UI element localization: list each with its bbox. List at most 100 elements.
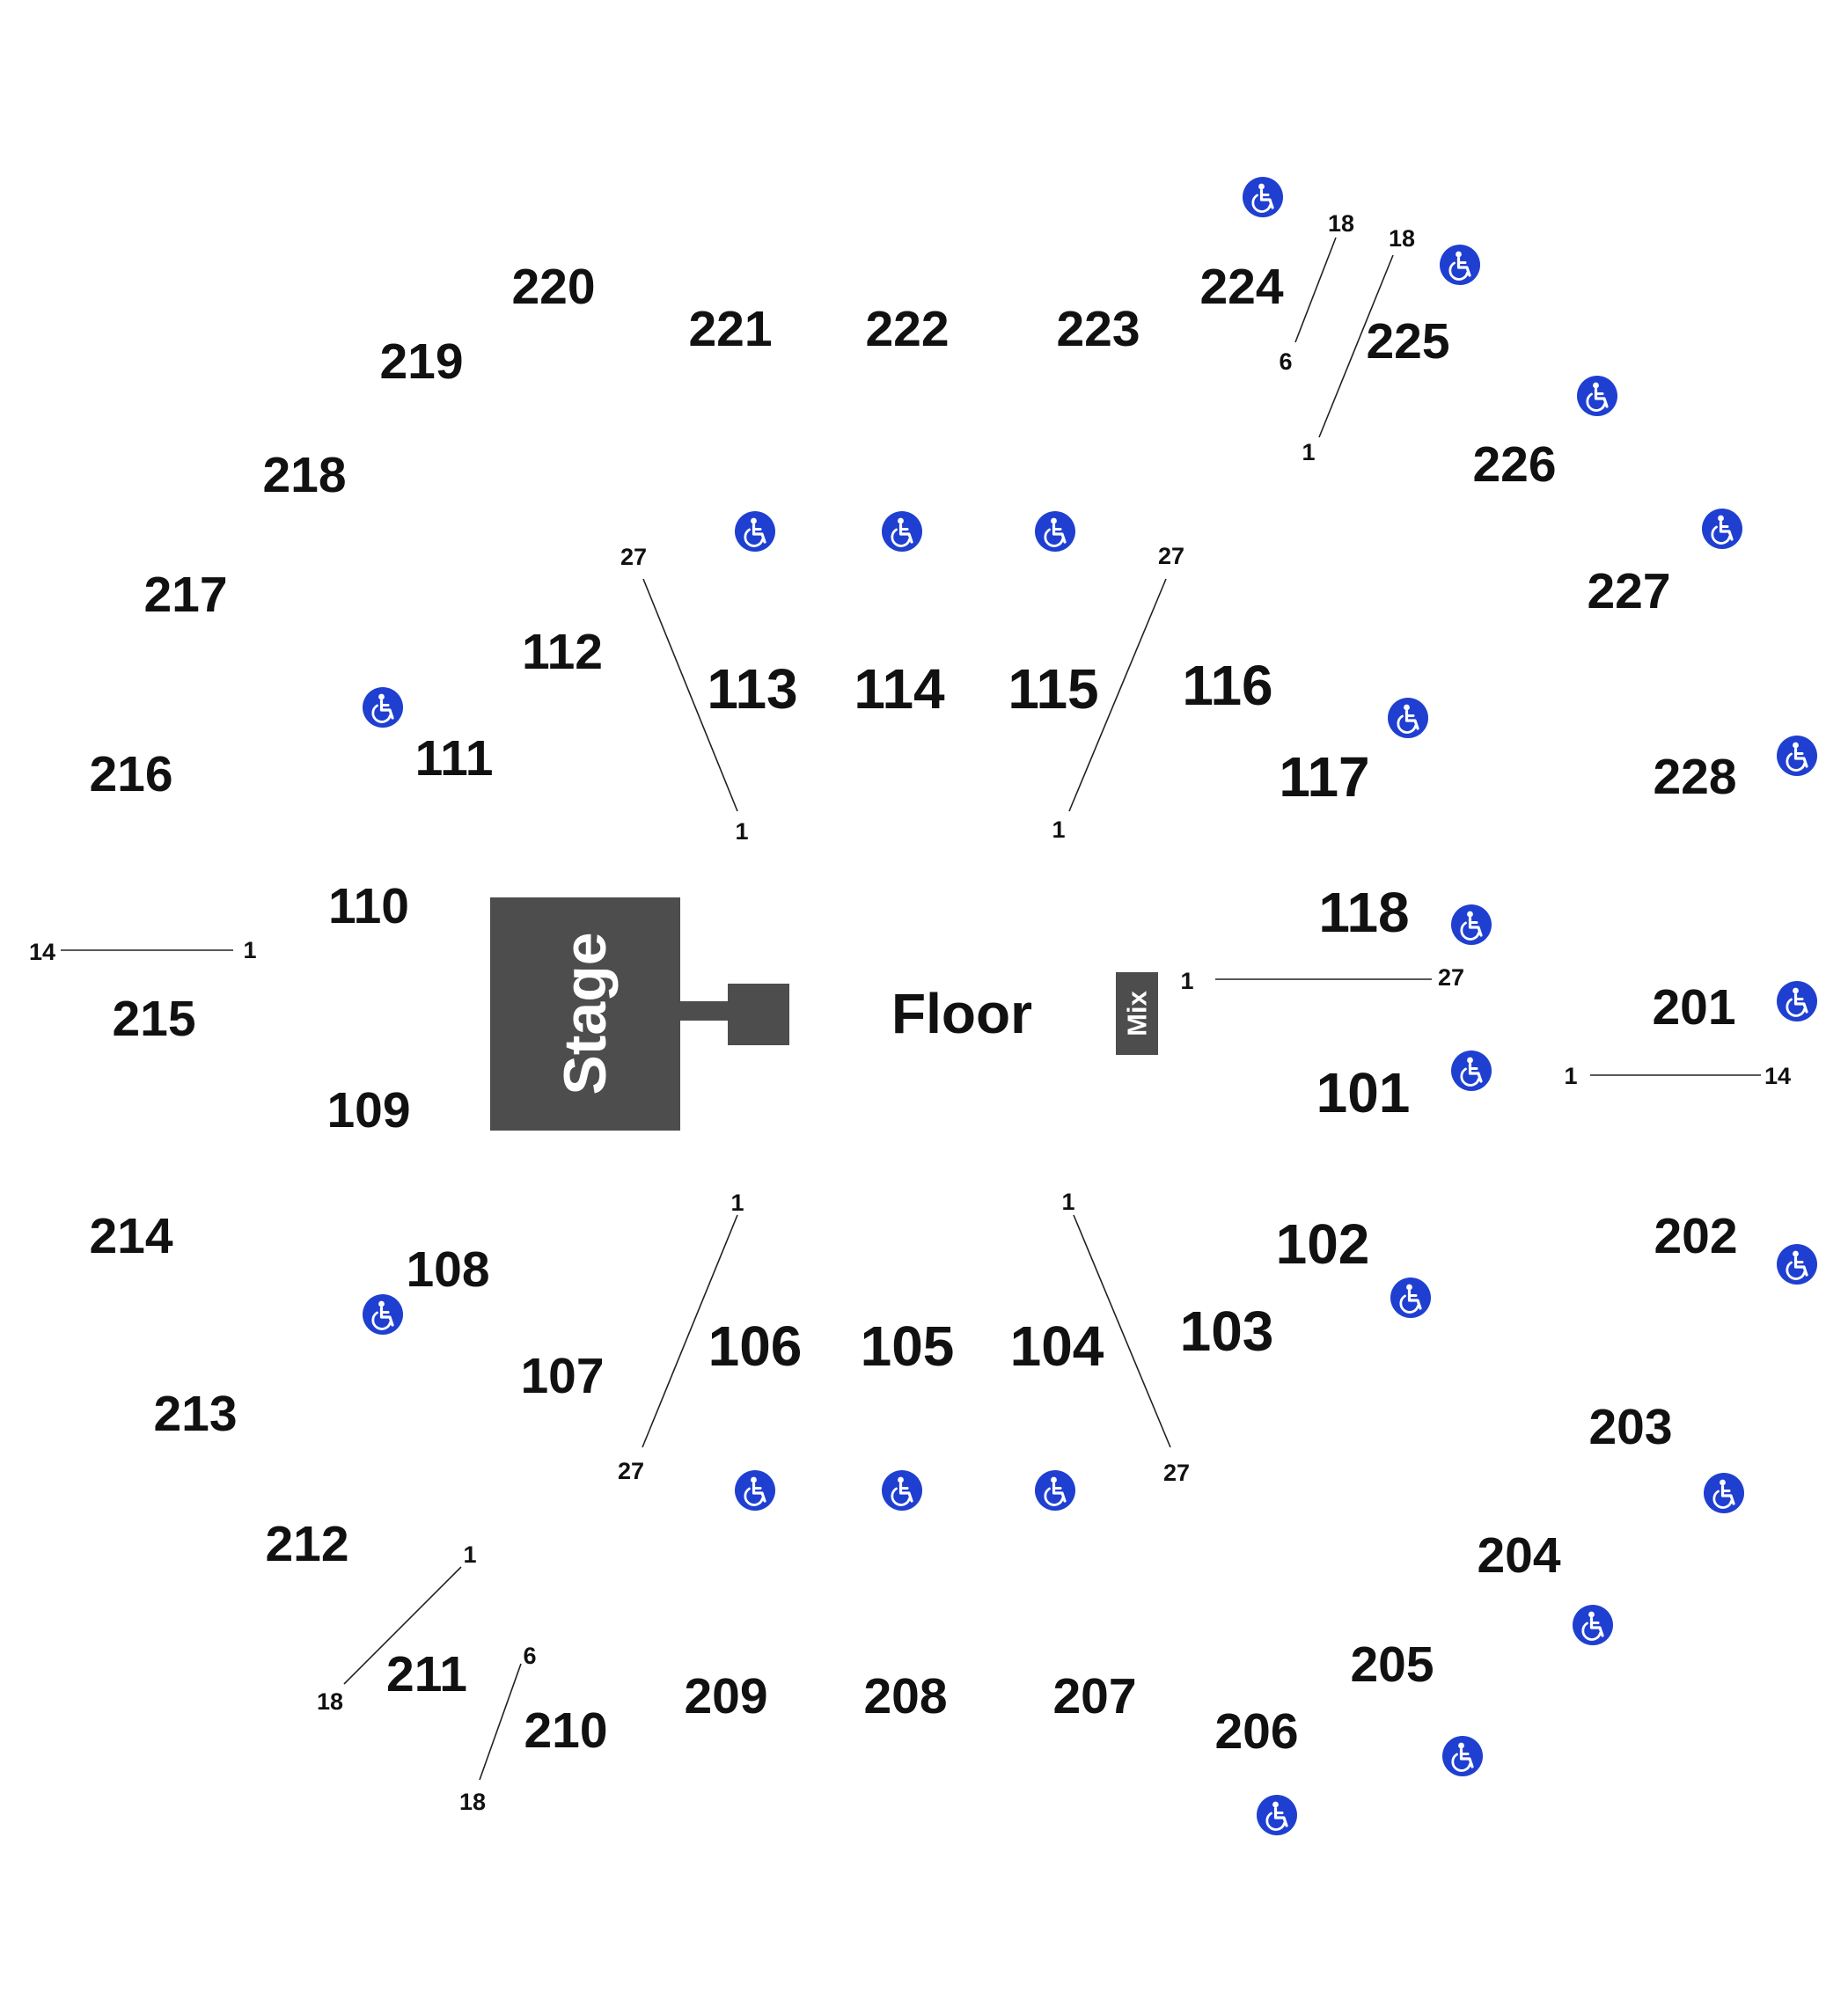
wheelchair-icon[interactable] (1256, 1794, 1298, 1836)
row-marker-start: 27 (1158, 543, 1184, 569)
stage-label: Stage (552, 932, 619, 1095)
row-marker-start: 1 (1564, 1063, 1577, 1089)
section-226[interactable]: 226 (1472, 436, 1556, 493)
section-203[interactable]: 203 (1588, 1399, 1672, 1455)
row-marker-start: 6 (523, 1643, 536, 1669)
section-104[interactable]: 104 (1010, 1314, 1104, 1378)
section-105[interactable]: 105 (861, 1314, 955, 1378)
section-225[interactable]: 225 (1366, 313, 1449, 370)
wheelchair-icon[interactable] (1439, 244, 1481, 286)
section-212[interactable]: 212 (265, 1516, 348, 1572)
row-marker-mix: 1 27 (1180, 964, 1464, 994)
row-marker-104: 1 27 (1061, 1189, 1190, 1486)
section-213[interactable]: 213 (153, 1386, 237, 1442)
section-210[interactable]: 210 (524, 1702, 607, 1759)
section-224[interactable]: 224 (1199, 259, 1283, 315)
section-223[interactable]: 223 (1056, 301, 1140, 357)
section-109[interactable]: 109 (326, 1082, 410, 1138)
floor-label[interactable]: Floor (891, 982, 1032, 1045)
section-113[interactable]: 113 (707, 657, 797, 721)
section-101[interactable]: 101 (1316, 1061, 1411, 1124)
wheelchair-icon[interactable] (1034, 1469, 1076, 1512)
section-206[interactable]: 206 (1214, 1703, 1298, 1760)
section-220[interactable]: 220 (511, 259, 595, 315)
wheelchair-icon[interactable] (1703, 1472, 1745, 1514)
row-marker-end: 27 (1163, 1460, 1190, 1486)
wheelchair-icon[interactable] (734, 1469, 776, 1512)
section-215[interactable]: 215 (112, 991, 195, 1047)
row-marker-start: 27 (620, 544, 647, 570)
section-219[interactable]: 219 (379, 333, 463, 390)
wheelchair-icon[interactable] (1390, 1277, 1432, 1319)
wheelchair-icon[interactable] (734, 510, 776, 553)
section-211[interactable]: 211 (386, 1646, 467, 1702)
section-214[interactable]: 214 (89, 1208, 172, 1264)
row-marker-end: 1 (735, 818, 748, 845)
wheelchair-icon[interactable] (1576, 375, 1618, 417)
section-108[interactable]: 108 (406, 1241, 489, 1298)
wheelchair-icon[interactable] (1701, 508, 1743, 550)
row-marker-line (343, 1566, 462, 1685)
section-207[interactable]: 207 (1052, 1668, 1136, 1724)
section-228[interactable]: 228 (1653, 749, 1736, 805)
mix-label: Mix (1122, 990, 1153, 1036)
wheelchair-icon[interactable] (362, 1293, 404, 1336)
wheelchair-icon[interactable] (1242, 176, 1284, 218)
section-116[interactable]: 116 (1182, 654, 1272, 717)
mix-position: Mix (1116, 972, 1158, 1055)
row-marker-end: 27 (618, 1458, 644, 1484)
row-marker-end: 18 (459, 1789, 486, 1815)
section-202[interactable]: 202 (1654, 1208, 1737, 1264)
section-114[interactable]: 114 (854, 657, 945, 721)
row-marker-106: 1 27 (618, 1190, 744, 1484)
section-118[interactable]: 118 (1318, 881, 1409, 944)
wheelchair-icon[interactable] (1572, 1604, 1614, 1646)
wheelchair-icon[interactable] (881, 1469, 923, 1512)
row-marker-start: 18 (1328, 210, 1354, 237)
section-205[interactable]: 205 (1350, 1636, 1434, 1693)
row-marker-start: 18 (1389, 225, 1415, 252)
section-218[interactable]: 218 (262, 447, 346, 503)
wheelchair-icon[interactable] (1776, 980, 1818, 1022)
wheelchair-icon[interactable] (1441, 1735, 1484, 1777)
section-102[interactable]: 102 (1276, 1212, 1370, 1276)
row-marker-line (642, 1214, 738, 1448)
section-107[interactable]: 107 (520, 1348, 604, 1404)
section-117[interactable]: 117 (1279, 745, 1369, 809)
wheelchair-icon[interactable] (1776, 1243, 1818, 1285)
row-marker-line (1073, 1214, 1171, 1448)
row-marker-line (1068, 578, 1167, 812)
wheelchair-icon[interactable] (1450, 904, 1492, 946)
section-222[interactable]: 222 (865, 301, 949, 357)
section-111[interactable]: 111 (415, 730, 494, 787)
section-106[interactable]: 106 (708, 1314, 803, 1378)
row-marker-start: 1 (1061, 1189, 1074, 1215)
section-110[interactable]: 110 (328, 878, 409, 934)
row-marker-line (479, 1663, 522, 1781)
wheelchair-icon[interactable] (1387, 697, 1429, 739)
section-216[interactable]: 216 (89, 746, 172, 802)
row-marker-211: 1 18 (317, 1541, 477, 1715)
section-112[interactable]: 112 (522, 624, 603, 680)
section-217[interactable]: 217 (143, 567, 227, 623)
stage: Stage (490, 897, 789, 1131)
wheelchair-icon[interactable] (881, 510, 923, 553)
row-marker-start: 1 (463, 1541, 476, 1568)
wheelchair-icon[interactable] (362, 686, 404, 728)
section-227[interactable]: 227 (1587, 563, 1670, 619)
wheelchair-icon[interactable] (1776, 735, 1818, 777)
row-marker-201: 1 14 (1564, 1063, 1791, 1089)
section-208[interactable]: 208 (863, 1668, 947, 1724)
section-221[interactable]: 221 (688, 301, 772, 357)
row-marker-start: 1 (730, 1190, 744, 1216)
row-marker-line (1318, 254, 1394, 438)
row-marker-210: 6 18 (459, 1643, 537, 1815)
row-marker-end: 6 (1279, 348, 1292, 375)
wheelchair-icon[interactable] (1450, 1050, 1492, 1092)
section-209[interactable]: 209 (684, 1668, 767, 1724)
section-201[interactable]: 201 (1652, 979, 1735, 1036)
section-115[interactable]: 115 (1008, 657, 1098, 721)
section-204[interactable]: 204 (1477, 1527, 1560, 1584)
section-103[interactable]: 103 (1180, 1300, 1274, 1363)
wheelchair-icon[interactable] (1034, 510, 1076, 553)
